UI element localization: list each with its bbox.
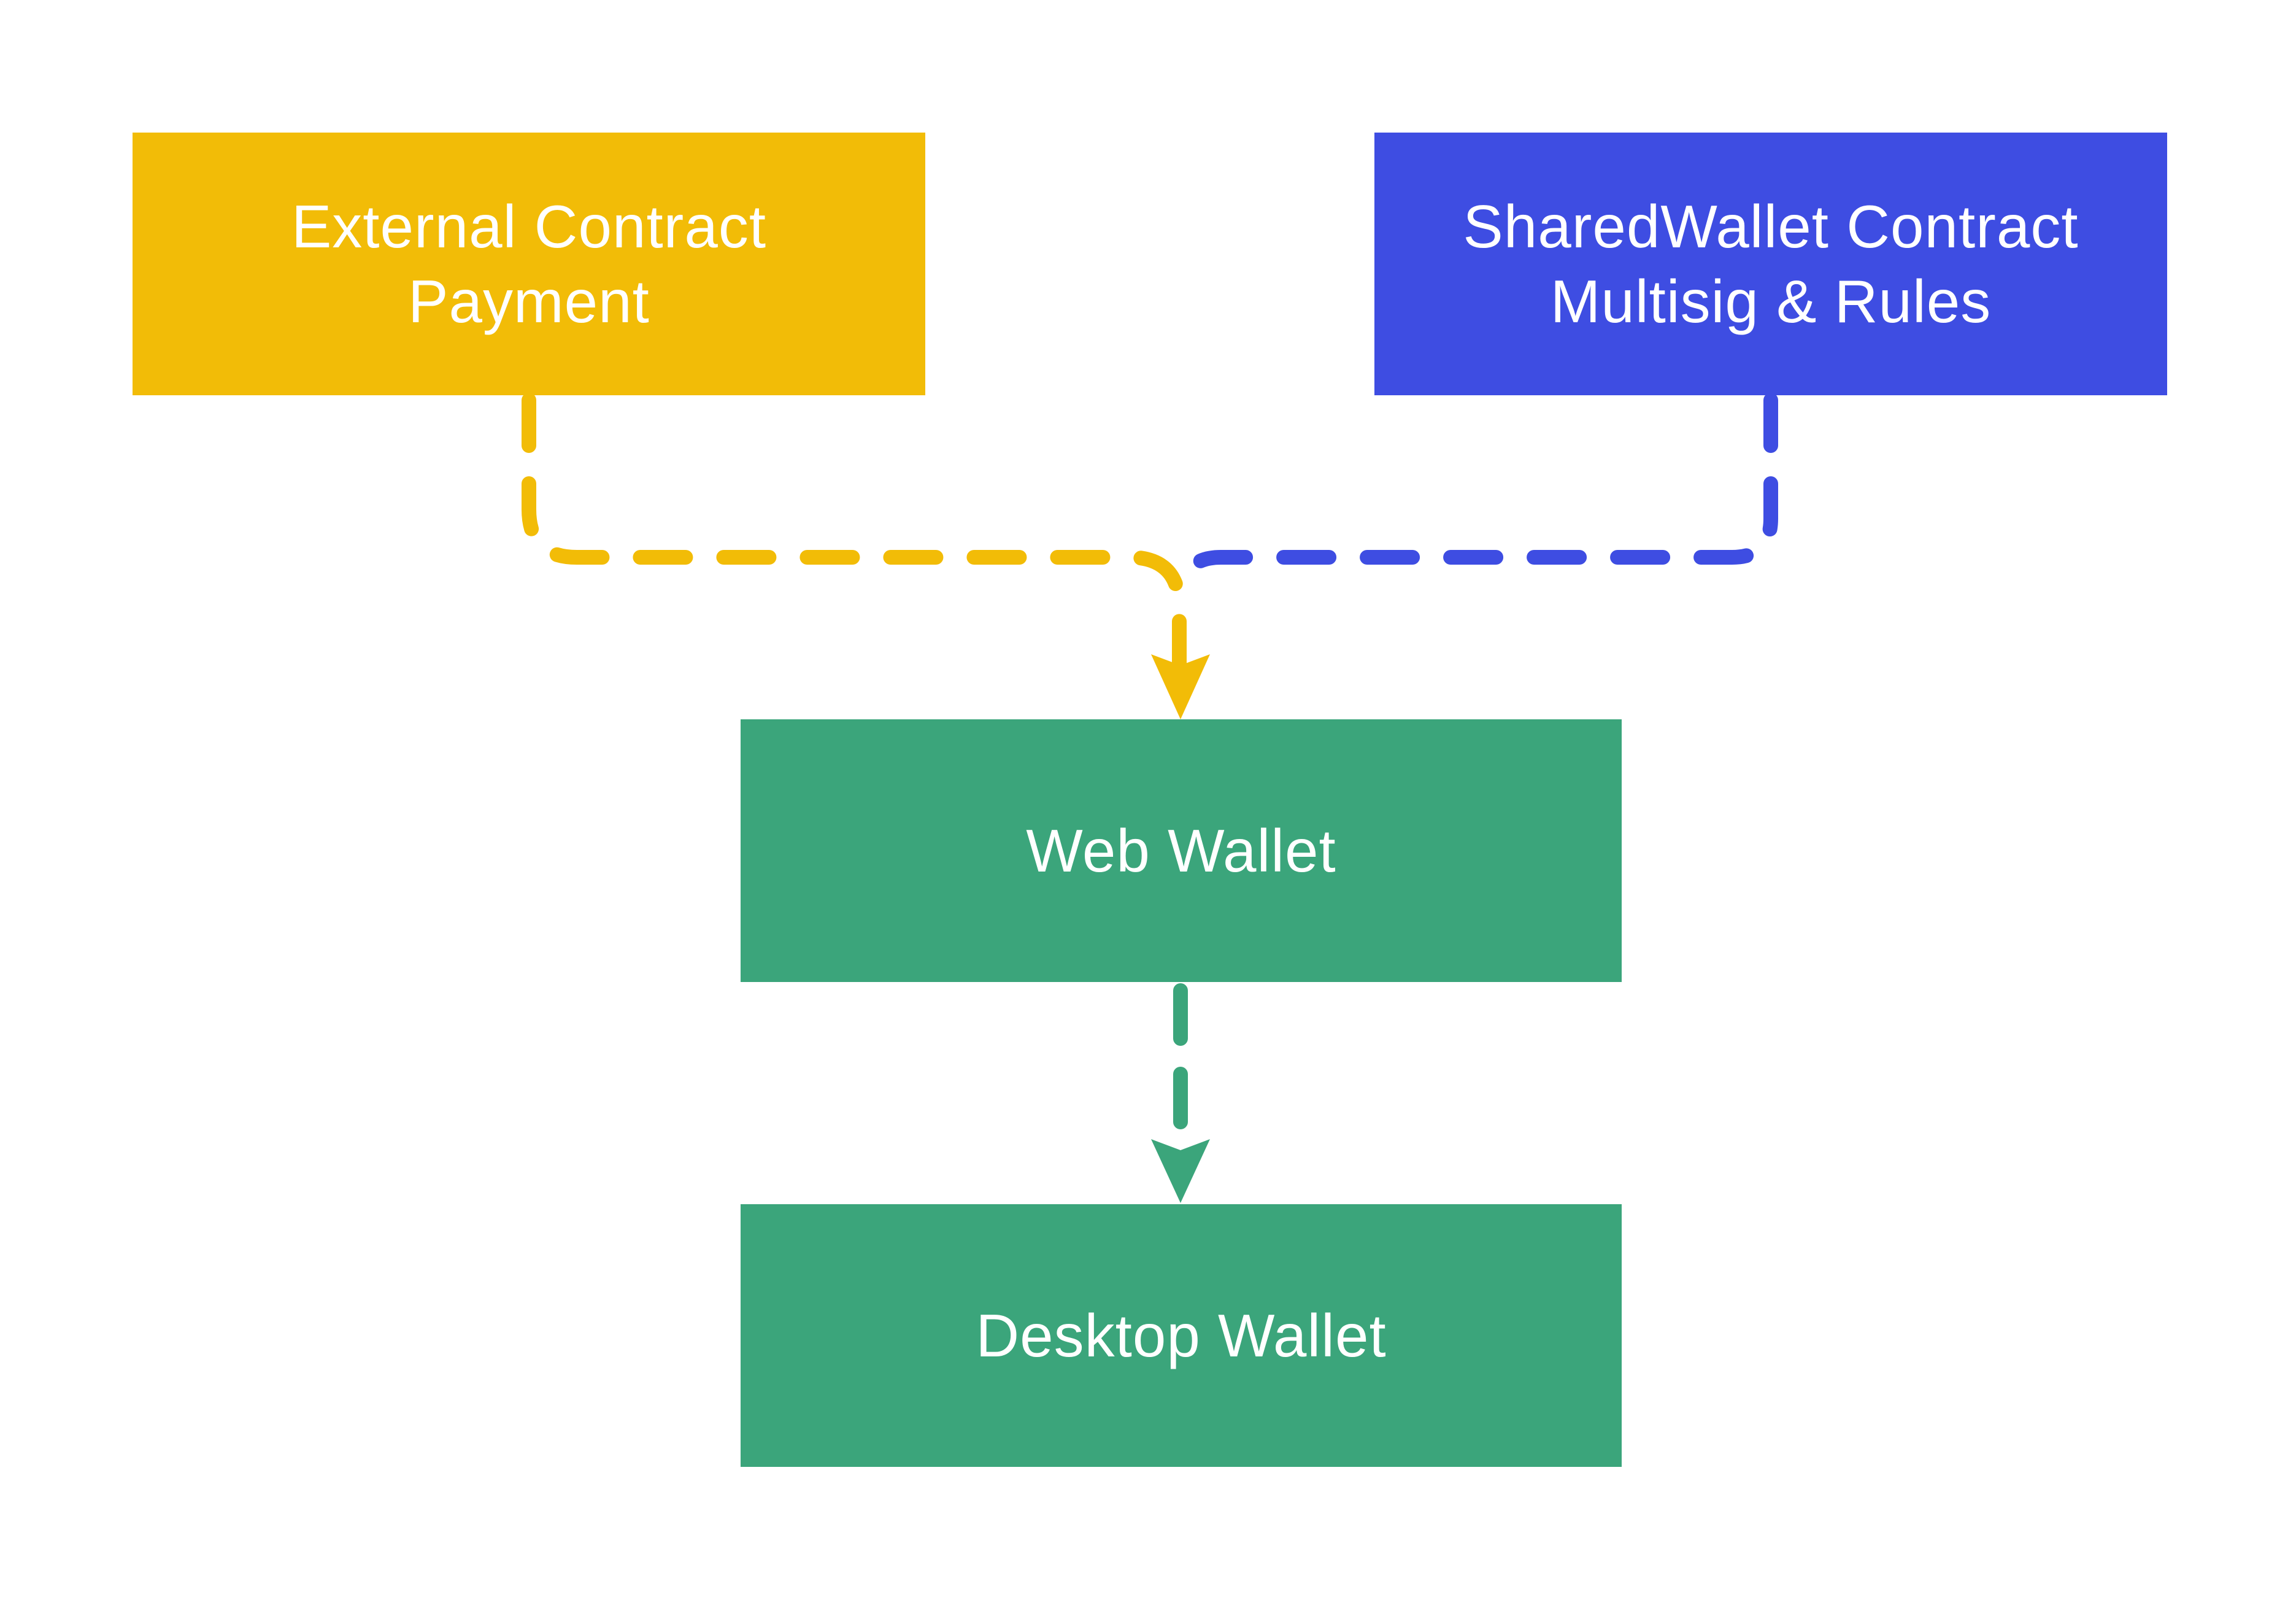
arrowhead-desktop-wallet [1151,1139,1210,1203]
desktop-wallet-label: Desktop Wallet [976,1302,1387,1369]
shared-wallet-title: SharedWallet Contract [1463,193,2079,260]
external-contract-node: External Contract Payment [133,133,925,395]
shared-wallet-subtitle: Multisig & Rules [1550,268,1992,335]
edge-external-to-web [522,393,1187,670]
shared-wallet-contract-node: SharedWallet Contract Multisig & Rules [1374,133,2167,395]
edge-shared-to-web [1174,393,1778,597]
arrowhead-web-wallet [1151,654,1210,719]
web-wallet-label: Web Wallet [1026,817,1336,884]
desktop-wallet-node: Desktop Wallet [741,1204,1622,1467]
web-wallet-node: Web Wallet [741,719,1622,982]
external-contract-title: External Contract [291,193,767,260]
external-contract-subtitle: Payment [408,268,650,335]
